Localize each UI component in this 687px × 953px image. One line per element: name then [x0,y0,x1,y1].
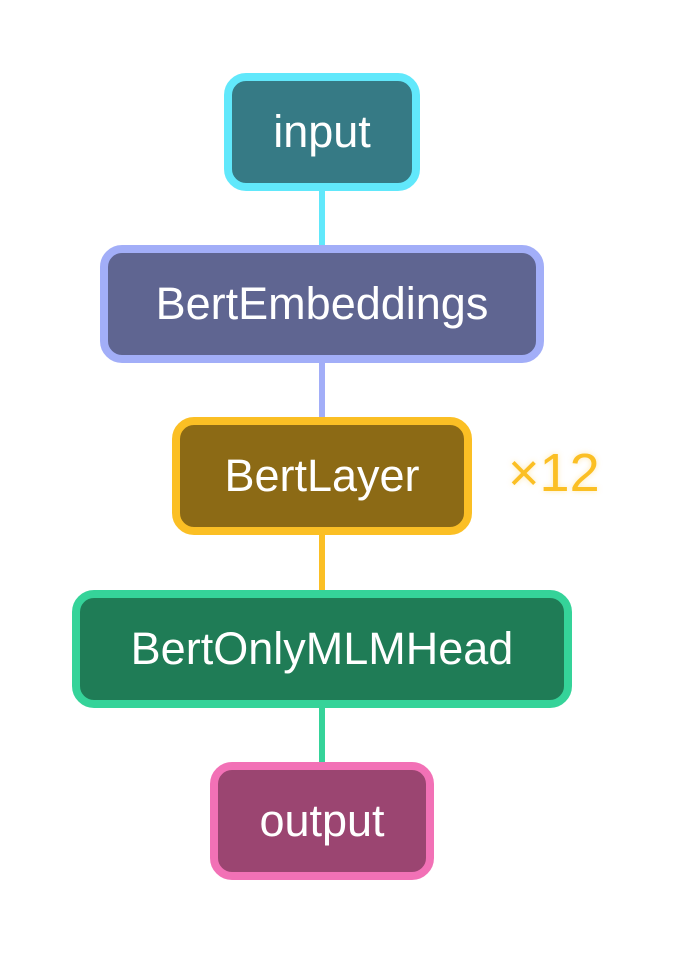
node-bert-only-mlm-head: BertOnlyMLMHead [72,590,572,708]
node-bert-embeddings: BertEmbeddings [100,245,544,363]
edge-input-to-embeddings [319,188,325,248]
edge-embeddings-to-layer [319,360,325,420]
node-input: input [224,73,420,191]
node-bert-layer-label: BertLayer [224,450,420,501]
edge-layer-to-mlm-head [319,532,325,593]
node-bert-layer: BertLayer [172,417,472,535]
node-bert-only-mlm-head-label: BertOnlyMLMHead [130,623,514,674]
edge-mlm-head-to-output [319,704,325,765]
node-input-label: input [273,106,371,157]
node-output-label: output [259,795,385,846]
node-output: output [210,762,434,880]
repeat-count-label: ×12 [508,443,600,503]
node-bert-embeddings-label: BertEmbeddings [155,278,489,329]
